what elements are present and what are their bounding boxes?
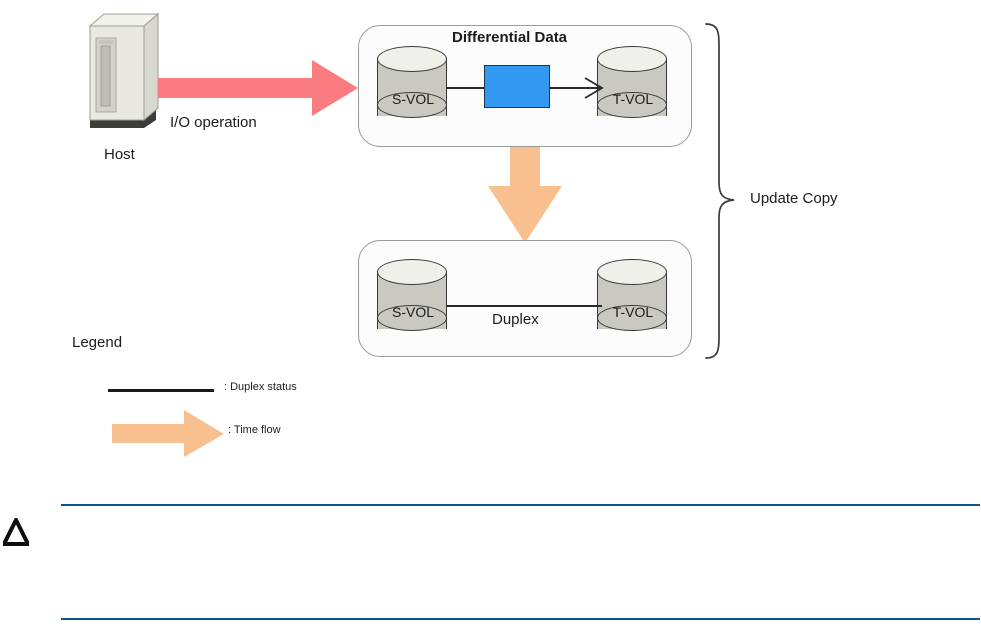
- cylinder-top-ellipse: [597, 46, 667, 72]
- volume-top-svol: S-VOL: [376, 45, 450, 127]
- update-copy-label: Update Copy: [750, 190, 838, 207]
- legend-heading: Legend: [72, 334, 123, 351]
- footer-rule-top: [61, 504, 980, 506]
- svol-to-diff-connector: [446, 87, 486, 89]
- differential-data-block: [484, 65, 550, 108]
- cylinder-bottom-ellipse: [377, 92, 447, 118]
- cylinder-top-ellipse: [597, 259, 667, 285]
- cylinder-bottom-ellipse: [377, 305, 447, 331]
- cylinder-bottom-ellipse: [597, 92, 667, 118]
- io-operation-label: I/O operation: [170, 114, 257, 131]
- cylinder-bottom-ellipse: [597, 305, 667, 331]
- cylinder-top-ellipse: [377, 46, 447, 72]
- differential-data-label: Differential Data: [452, 29, 568, 46]
- legend-duplex-line-swatch: [108, 389, 214, 392]
- server-tower-icon: [88, 12, 160, 128]
- volume-bottom-svol: S-VOL: [376, 258, 450, 340]
- host-label: Host: [104, 146, 135, 163]
- diff-to-tvol-connector: [549, 87, 601, 89]
- duplex-label: Duplex: [492, 311, 539, 328]
- legend-time-flow-arrow-icon: [112, 410, 224, 457]
- delta-marker-icon: [3, 518, 29, 546]
- volume-top-tvol: T-VOL: [596, 45, 670, 127]
- time-flow-down-arrow-icon: [488, 140, 562, 243]
- footer-rule-bottom: [61, 618, 980, 620]
- volume-label: S-VOL: [391, 304, 434, 320]
- volume-label: T-VOL: [612, 304, 654, 320]
- legend-time-flow-text: : Time flow: [228, 424, 281, 436]
- volume-bottom-tvol: T-VOL: [596, 258, 670, 340]
- volume-label: T-VOL: [612, 91, 654, 107]
- io-operation-arrow-icon: [158, 60, 358, 116]
- duplex-status-line: [446, 305, 602, 308]
- curly-brace-icon: [705, 23, 735, 359]
- legend-duplex-text: : Duplex status: [224, 381, 297, 393]
- cylinder-top-ellipse: [377, 259, 447, 285]
- volume-label: S-VOL: [391, 91, 434, 107]
